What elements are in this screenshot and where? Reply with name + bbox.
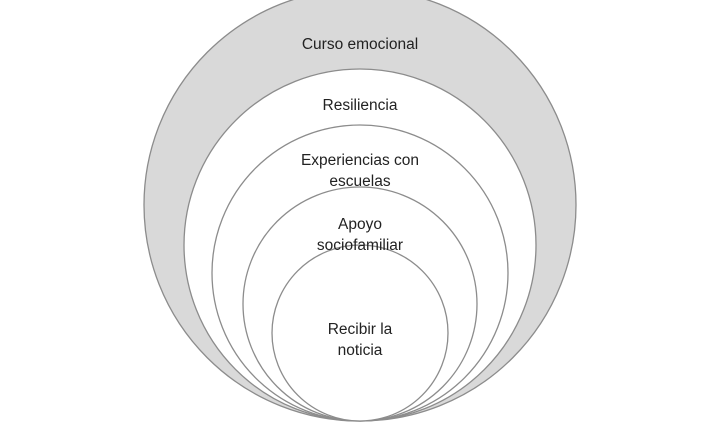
label-experiencias-con-escuelas: Experiencias con escuelas [301,152,419,190]
label-curso-emocional: Curso emocional [302,36,418,53]
ring-recibir-la-noticia [271,244,449,422]
label-line: Curso emocional [302,36,418,53]
label-line: Experiencias con [301,152,419,169]
label-line: sociofamiliar [317,237,403,254]
label-line: escuelas [329,173,390,190]
label-line: Apoyo [338,216,382,233]
rings-layer [143,0,577,422]
label-line: Recibir la [328,321,393,338]
label-resiliencia: Resiliencia [323,97,398,114]
label-line: Resiliencia [323,97,398,114]
label-apoyo-sociofamiliar: Apoyo sociofamiliar [317,216,403,254]
label-line: noticia [338,342,383,359]
label-recibir-la-noticia: Recibir la noticia [328,321,393,359]
